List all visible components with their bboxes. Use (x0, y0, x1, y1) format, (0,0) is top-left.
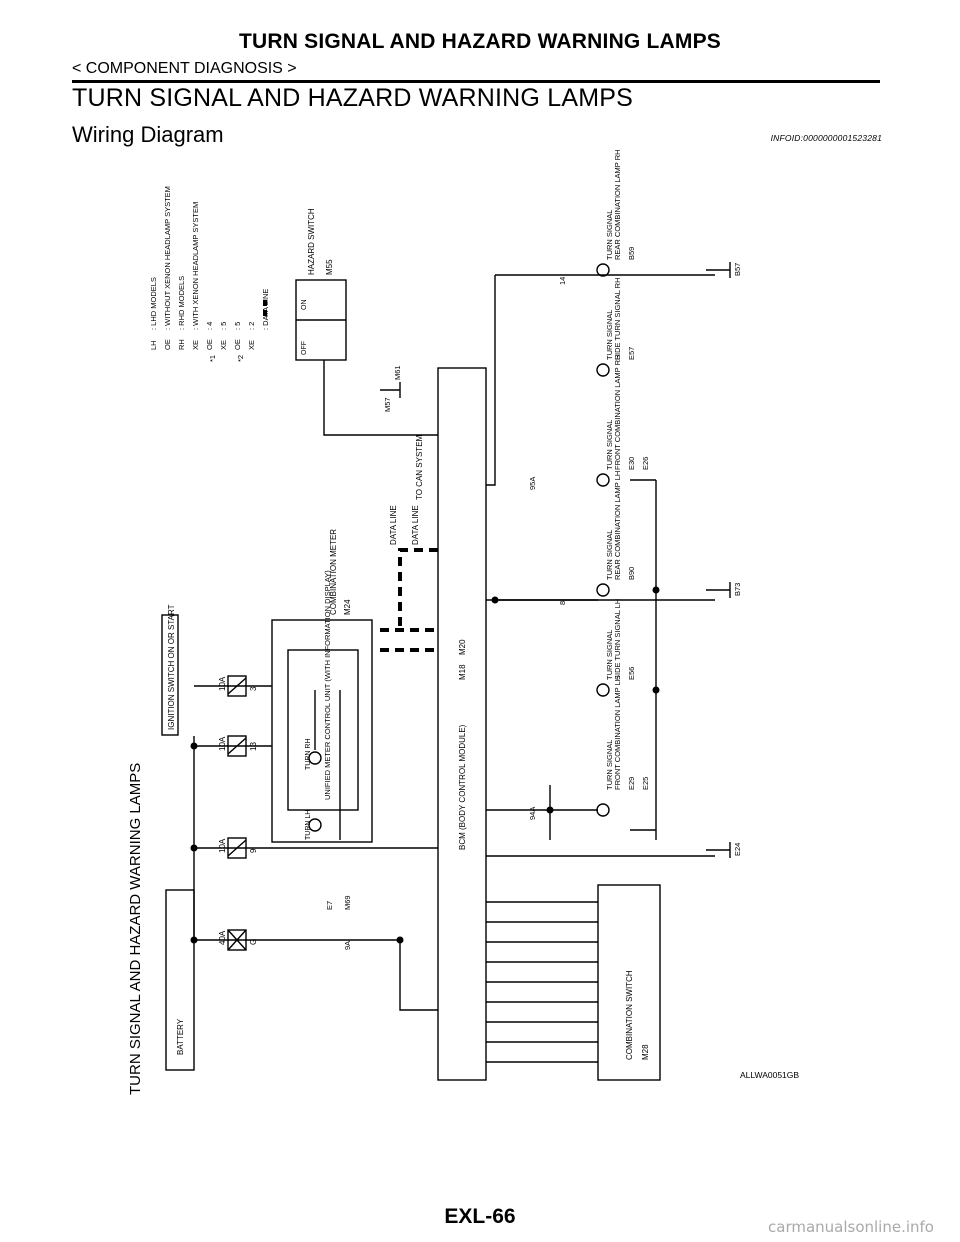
fuse-9-id: 9 (249, 848, 258, 853)
lamp-rear-rh-conn: B59 (627, 247, 636, 260)
combination-meter-title: COMBINATION METER (329, 529, 338, 615)
legend-text: : LHD MODELS (149, 277, 158, 330)
lamp-rear-lh-title: REAR COMBINATION LAMP LH (613, 471, 622, 580)
legend-code: LH (149, 340, 158, 350)
junction-pin: 9A (343, 941, 352, 950)
lamp-side-rh-conn: E57 (627, 347, 636, 360)
lamp-front-rh-label: TURN SIGNAL (605, 420, 614, 470)
lamp-front-lh-conn: E29 (627, 777, 636, 790)
bcm-title: BCM (BODY CONTROL MODULE) (458, 724, 467, 850)
lamp-side-rh-label: TURN SIGNAL (605, 310, 614, 360)
breadcrumb[interactable]: < COMPONENT DIAGNOSIS > (72, 60, 297, 77)
lamp-side-lh-title: SIDE TURN SIGNAL LH (613, 599, 622, 680)
ignition-box (161, 614, 179, 736)
info-id: INFOID:0000000001523281 (770, 133, 882, 143)
legend-code: XE (219, 340, 228, 350)
combination-meter-connector: M24 (343, 599, 352, 615)
junction-conn: E7 (325, 901, 334, 910)
junction-pin: 94A (528, 807, 537, 820)
wiring-diagram: TURN SIGNAL AND HAZARD WARNING LAMPS BAT… (100, 149, 860, 1100)
diagram-title: TURN SIGNAL AND HAZARD WARNING LAMPS (127, 763, 144, 1095)
junction-pin: 95A (528, 477, 537, 490)
lamp-front-rh-conn: E30 (627, 457, 636, 470)
lamp-front-lh-label: TURN SIGNAL (605, 740, 614, 790)
combination-switch-title: COMBINATION SWITCH (625, 970, 634, 1060)
lamp-front-rh-conn: E26 (641, 457, 650, 470)
lamp-front-lh-title: FRONT COMBINATION LAMP LH (613, 676, 622, 790)
junction-conn: M69 (343, 895, 352, 910)
data-line-label-2: DATA LINE (411, 505, 420, 545)
ground-label: M61 (393, 365, 402, 380)
fuse-13-id: 13 (249, 742, 258, 751)
page-number: EXL-66 (444, 1205, 516, 1228)
fuse-9-amp: 10A (218, 838, 227, 853)
junction-pin: 14 (558, 277, 567, 285)
legend-text: : RHD MODELS (177, 276, 186, 330)
meter-unit-label: UNIFIED METER CONTROL UNIT (WITH INFORMA… (323, 570, 332, 800)
watermark[interactable]: carmanualsonline.info (768, 1218, 934, 1236)
lamp-side-lh-label: TURN SIGNAL (605, 630, 614, 680)
lamp-rear-lh-conn: B90 (627, 567, 636, 580)
fuse-g-id: G (249, 939, 258, 945)
legend-mark: *2 (236, 355, 245, 362)
header-rule (72, 80, 880, 83)
legend-code: XE (247, 340, 256, 350)
lamp-rear-rh-title: REAR COMBINATION LAMP RH (613, 150, 622, 260)
combination-switch-connector: M28 (641, 1044, 650, 1060)
ground-label: B73 (733, 583, 742, 596)
fuse-3-id: 3 (249, 686, 258, 691)
legend-code: RH (177, 339, 186, 350)
hazard-switch-connector: M55 (325, 259, 334, 275)
subsection-title: Wiring Diagram (72, 122, 224, 147)
running-title: TURN SIGNAL AND HAZARD WARNING LAMPS (238, 30, 722, 53)
lamp-side-lh-conn: E56 (627, 667, 636, 680)
combination-meter-box (271, 619, 373, 843)
legend-mark: *1 (208, 355, 217, 362)
legend-text: : WITHOUT XENON HEADLAMP SYSTEM (163, 186, 172, 330)
hazard-switch-title: HAZARD SWITCH (307, 208, 316, 275)
lamp-rear-rh-label: TURN SIGNAL (605, 210, 614, 260)
battery-label: BATTERY (176, 1018, 185, 1055)
junction-pin: 8 (558, 601, 567, 605)
bcm-connector-1: M18 (458, 664, 467, 680)
legend-code: OE (205, 339, 214, 350)
fuse-g-amp: 40A (218, 930, 227, 945)
turn-rh-label: TURN RH (305, 739, 312, 771)
to-can-system: TO CAN SYSTEM (415, 434, 424, 500)
lamp-side-rh-title: SIDE TURN SIGNAL RH (613, 277, 622, 360)
legend-text: : 4 (205, 322, 214, 330)
ground-label: M57 (383, 397, 392, 412)
fuse-3-amp: 10A (218, 676, 227, 691)
lamp-front-lh-conn: E25 (641, 777, 650, 790)
fuse-13-amp: 10A (218, 736, 227, 751)
ground-label: E24 (733, 843, 742, 856)
figure-id: ALLWA0051GB (740, 1070, 800, 1080)
section-title: TURN SIGNAL AND HAZARD WARNING LAMPS (72, 84, 633, 112)
legend-code: OE (163, 339, 172, 350)
legend-text: : 2 (247, 322, 256, 330)
data-line-label-1: DATA LINE (389, 505, 398, 545)
lamp-front-rh-title: FRONT COMBINATION LAMP RH (613, 355, 622, 470)
wiring-diagram-svg: TURN SIGNAL AND HAZARD WARNING LAMPS BAT… (127, 149, 742, 1095)
bcm-connector-2: M20 (458, 639, 467, 655)
legend-text: : DATA LINE (261, 289, 270, 330)
legend-text: : WITH XENON HEADLAMP SYSTEM (191, 202, 200, 330)
hazard-off: OFF (301, 341, 308, 355)
legend-code: OE (233, 339, 242, 350)
legend-code: XE (191, 340, 200, 350)
legend-text: : 5 (219, 322, 228, 330)
legend-text: : 5 (233, 322, 242, 330)
turn-lh-label: TURN LH (305, 810, 312, 840)
ground-label: B57 (733, 263, 742, 276)
battery-box (165, 889, 195, 1071)
lamp-rear-lh-label: TURN SIGNAL (605, 530, 614, 580)
bcm-box (437, 367, 487, 1081)
ignition-label: IGNITION SWITCH ON OR START (167, 604, 176, 730)
hazard-on: ON (301, 300, 308, 311)
